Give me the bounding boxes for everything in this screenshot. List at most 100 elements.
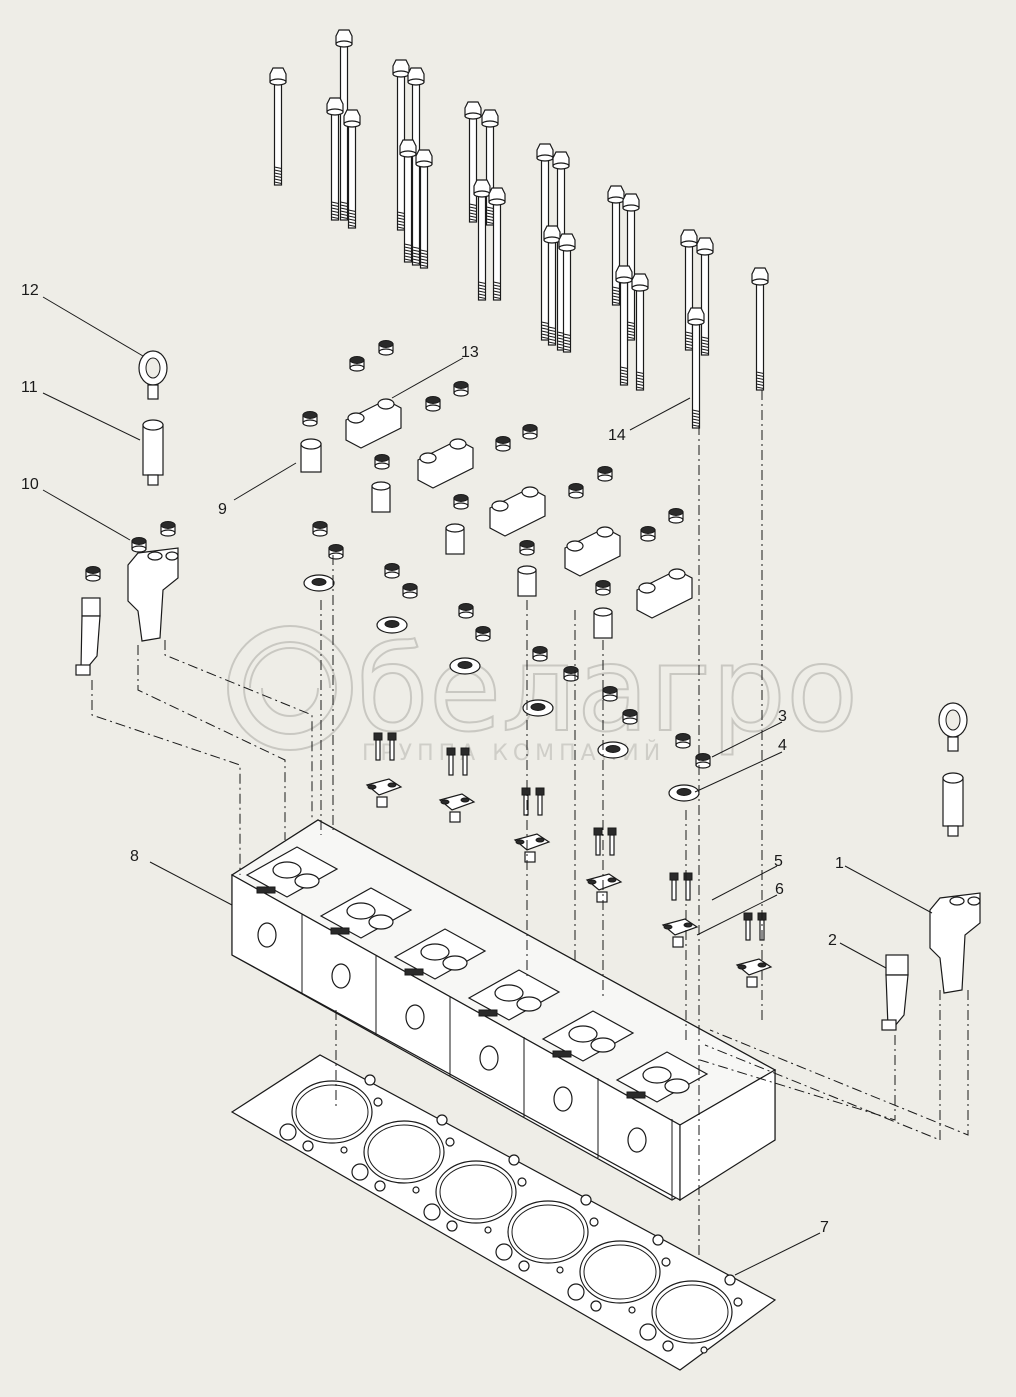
cylinder-head	[230, 819, 777, 1202]
head-bolt	[399, 139, 417, 263]
head-bolt	[552, 151, 570, 351]
cylinder-section	[245, 846, 339, 994]
head-bolt	[607, 185, 625, 306]
callout-14: 14	[608, 427, 626, 444]
head-bolts-group	[269, 29, 769, 429]
head-bolt	[687, 307, 705, 429]
nut	[668, 508, 684, 524]
nut	[522, 424, 538, 440]
nut	[160, 521, 176, 537]
nut	[622, 709, 638, 725]
rocker-bracket	[636, 568, 693, 619]
clamp-screw	[743, 912, 753, 941]
lifting-eye	[938, 702, 968, 752]
nut	[519, 540, 535, 556]
spacer	[517, 565, 537, 597]
rocker-arm	[75, 597, 101, 676]
injector-clamp	[661, 918, 699, 948]
nut	[349, 356, 365, 372]
rocker-arm	[881, 954, 909, 1031]
callout-5: 5	[774, 853, 783, 870]
nut	[597, 466, 613, 482]
lifting-spacer	[142, 419, 164, 486]
nut	[453, 381, 469, 397]
head-bolt	[631, 273, 649, 391]
nut	[425, 396, 441, 412]
nut	[458, 603, 474, 619]
callout-11: 11	[21, 379, 38, 396]
nut	[602, 686, 618, 702]
head-bolt	[343, 109, 361, 229]
clamp-screw	[607, 827, 617, 856]
cylinder-head-sections	[245, 846, 709, 1199]
cylinder-section	[615, 1051, 709, 1199]
seal-washer	[449, 657, 481, 675]
cylinder-section	[319, 887, 413, 1035]
head-bolt	[751, 267, 769, 391]
cylinder-section	[393, 928, 487, 1076]
nut	[532, 646, 548, 662]
left-lifting-assembly	[75, 350, 179, 676]
head-bolt	[543, 225, 561, 346]
lifting-spacer	[942, 772, 964, 837]
gasket-bore	[567, 1234, 671, 1314]
gasket-bore	[639, 1274, 743, 1354]
spacer	[371, 481, 391, 513]
clamp-screw	[373, 732, 383, 761]
spacer	[445, 523, 465, 555]
clamp-screw	[521, 787, 531, 816]
injector-clamp	[438, 793, 476, 823]
right-lifting-assembly	[881, 702, 981, 1031]
clamp-screw	[446, 747, 456, 776]
watermark: белагро ГРУППА КОМПАНИЙ	[227, 619, 859, 766]
gasket-bore	[495, 1194, 599, 1274]
head-bolt	[269, 67, 287, 186]
gasket-bore	[279, 1074, 383, 1154]
nuts-group	[85, 340, 711, 769]
injector-clamp	[513, 833, 551, 863]
rocker-bracket	[489, 486, 546, 537]
seal-washer-group	[303, 574, 700, 802]
leader-lines	[42, 296, 933, 1276]
head-bolt	[558, 233, 576, 353]
head-gasket	[230, 1054, 777, 1371]
head-bolt	[473, 179, 491, 301]
nut	[453, 494, 469, 510]
head-bolt	[335, 29, 353, 221]
head-bolt	[696, 237, 714, 356]
nut	[568, 483, 584, 499]
gasket-bore	[351, 1114, 455, 1194]
head-bolt	[464, 101, 482, 223]
lifting-eye	[138, 350, 168, 400]
rocker-bracket-group	[345, 398, 693, 619]
clamp-screw	[669, 872, 679, 901]
clamp-screw	[387, 732, 397, 761]
rocker-bracket	[417, 438, 474, 489]
spacer-group	[300, 438, 613, 639]
spacer	[593, 607, 613, 639]
watermark-logo-icon	[227, 625, 353, 751]
nut	[378, 340, 394, 356]
nut	[695, 753, 711, 769]
nut	[384, 563, 400, 579]
head-bolt	[488, 187, 506, 301]
seal-washer	[522, 699, 554, 717]
callout-8: 8	[130, 848, 139, 865]
nut	[312, 521, 328, 537]
callout-labels: 1 2 3 4 5 6 7 8 9 10 11 12 13 14	[21, 282, 844, 1236]
seal-washer	[597, 741, 629, 759]
nut	[640, 526, 656, 542]
nut	[85, 566, 101, 582]
nut	[675, 733, 691, 749]
nut	[131, 537, 147, 553]
head-bolt	[680, 229, 698, 351]
callout-4: 4	[778, 737, 787, 754]
callout-7: 7	[820, 1219, 829, 1236]
head-bolt	[407, 67, 425, 266]
injector-clamp	[365, 778, 403, 808]
callout-10: 10	[21, 476, 39, 493]
nut	[475, 626, 491, 642]
nut	[402, 583, 418, 599]
injector-clamp	[585, 873, 623, 903]
